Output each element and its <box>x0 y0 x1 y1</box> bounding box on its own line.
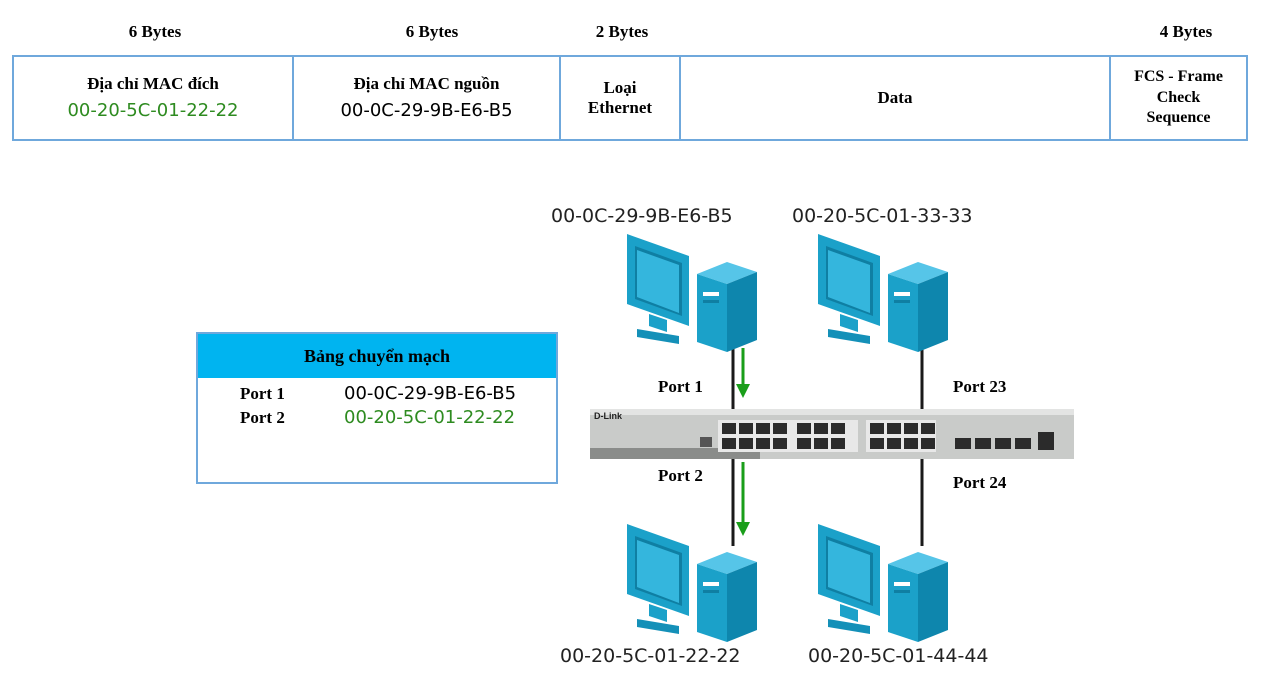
frame-arrow-icon <box>736 462 750 536</box>
table-row-port: Port 1 <box>240 384 285 403</box>
frame-field-dest-mac: Địa chỉ MAC đích 00-20-5C-01-22-22 <box>12 55 294 141</box>
computer-icon <box>627 524 757 642</box>
frame-field-name: Địa chỉ MAC đích <box>87 74 219 93</box>
port-label: Port 1 <box>658 377 703 396</box>
host-mac-label: 00-0C-29-9B-E6-B5 <box>551 205 733 227</box>
computer-icon <box>627 234 757 352</box>
frame-field-name-line: Ethernet <box>587 98 653 117</box>
table-row-mac: 00-0C-29-9B-E6-B5 <box>344 383 517 404</box>
frame-field-src-mac: Địa chỉ MAC nguồn 00-0C-29-9B-E6-B5 <box>294 55 561 141</box>
switching-table: Bảng chuyển mạch Port 1 00-0C-29-9B-E6-B… <box>196 332 558 484</box>
table-row-mac: 00-20-5C-01-22-22 <box>344 407 516 428</box>
frame-arrow-icon <box>736 348 750 398</box>
frame-field-name-line: Loại <box>603 77 637 97</box>
frame-field-name-line: Check <box>1156 88 1201 106</box>
computer-icon <box>818 234 948 352</box>
port-label: Port 24 <box>953 473 1007 492</box>
computer-icon <box>818 524 948 642</box>
host-mac-label: 00-20-5C-01-22-22 <box>560 645 741 667</box>
bytes-label-dest-mac: 6 Bytes <box>128 22 182 41</box>
frame-field-name-line: Sequence <box>1146 109 1211 127</box>
switching-table-title: Bảng chuyển mạch <box>198 334 556 378</box>
switch-icon: D-Link <box>590 409 1074 459</box>
frame-field-name: Địa chỉ MAC nguồn <box>353 74 500 93</box>
table-row-port: Port 2 <box>240 408 285 427</box>
host-mac-label: 00-20-5C-01-44-44 <box>808 645 989 667</box>
frame-field-ethertype: Loại Ethernet <box>561 55 681 141</box>
port-label: Port 2 <box>658 466 703 485</box>
port-label: Port 23 <box>953 377 1007 396</box>
frame-field-data: Data <box>681 55 1111 141</box>
host-mac-label: 00-20-5C-01-33-33 <box>792 205 973 227</box>
dest-mac-value: 00-20-5C-01-22-22 <box>67 100 239 122</box>
frame-field-name: Data <box>877 87 913 107</box>
bytes-label-fcs: 4 Bytes <box>1159 22 1213 41</box>
frame-field-name-line: FCS - Frame <box>1134 67 1223 85</box>
frame-field-fcs: FCS - Frame Check Sequence <box>1111 55 1248 141</box>
bytes-label-ethertype: 2 Bytes <box>595 22 649 41</box>
bytes-label-src-mac: 6 Bytes <box>405 22 459 41</box>
src-mac-value: 00-0C-29-9B-E6-B5 <box>340 100 513 122</box>
switch-brand-logo: D-Link <box>594 411 623 421</box>
